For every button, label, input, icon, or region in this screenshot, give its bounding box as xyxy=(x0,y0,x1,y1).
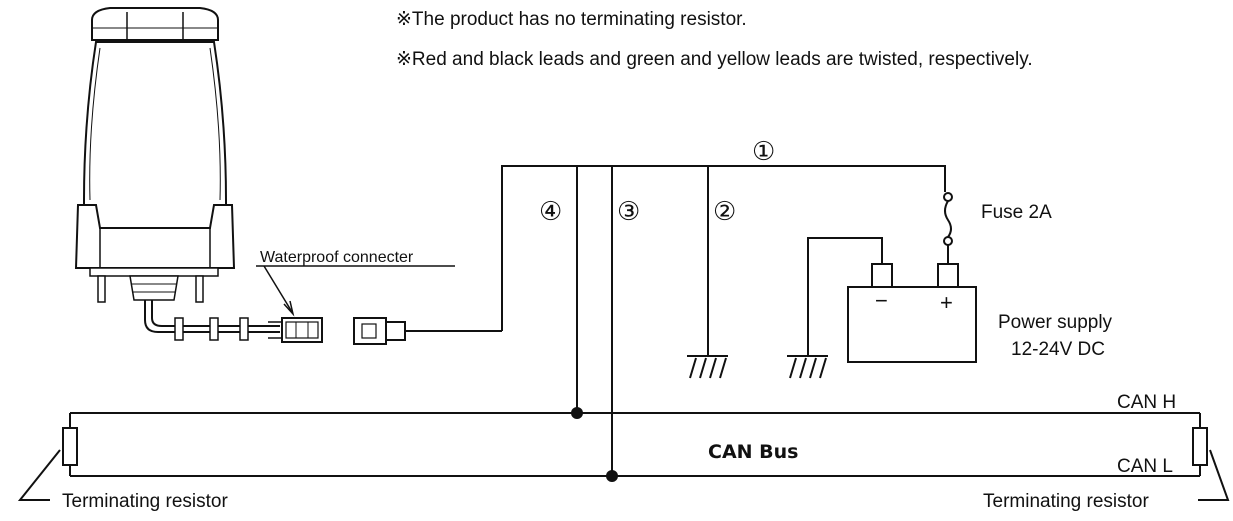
power-supply-voltage: 12-24V DC xyxy=(1011,339,1105,360)
wire-number-1: ① xyxy=(752,137,775,167)
power-supply-label: Power supply xyxy=(998,312,1113,333)
can-h-label: CAN H xyxy=(1117,392,1176,413)
resistor-icon xyxy=(1192,427,1208,466)
resistor-icon xyxy=(62,427,78,466)
ground-icon xyxy=(687,355,728,379)
wire-number-2: ② xyxy=(713,197,736,227)
note-no-terminator: ※The product has no terminating resistor… xyxy=(396,9,747,30)
connector-label: Waterproof connecter xyxy=(260,249,414,266)
fuse-label: Fuse 2A xyxy=(981,202,1052,223)
battery-minus: − xyxy=(875,288,888,313)
wire-number-3: ③ xyxy=(617,197,640,227)
wire-number-4: ④ xyxy=(539,197,562,227)
battery-plus: + xyxy=(940,290,953,315)
note-twisted-leads: ※Red and black leads and green and yello… xyxy=(396,49,1033,70)
mating-connector xyxy=(353,317,406,345)
junction-dot-can-l xyxy=(606,470,618,482)
ground-icon xyxy=(787,355,828,379)
can-l-label: CAN L xyxy=(1117,456,1173,477)
device-icon xyxy=(74,7,323,343)
fuse-icon xyxy=(943,192,953,246)
junction-dot-can-h xyxy=(571,407,583,419)
can-bus-label: CAN Bus xyxy=(708,441,798,463)
left-resistor-label: Terminating resistor xyxy=(62,491,228,512)
right-resistor-label: Terminating resistor xyxy=(983,491,1149,512)
battery-icon xyxy=(847,263,977,363)
